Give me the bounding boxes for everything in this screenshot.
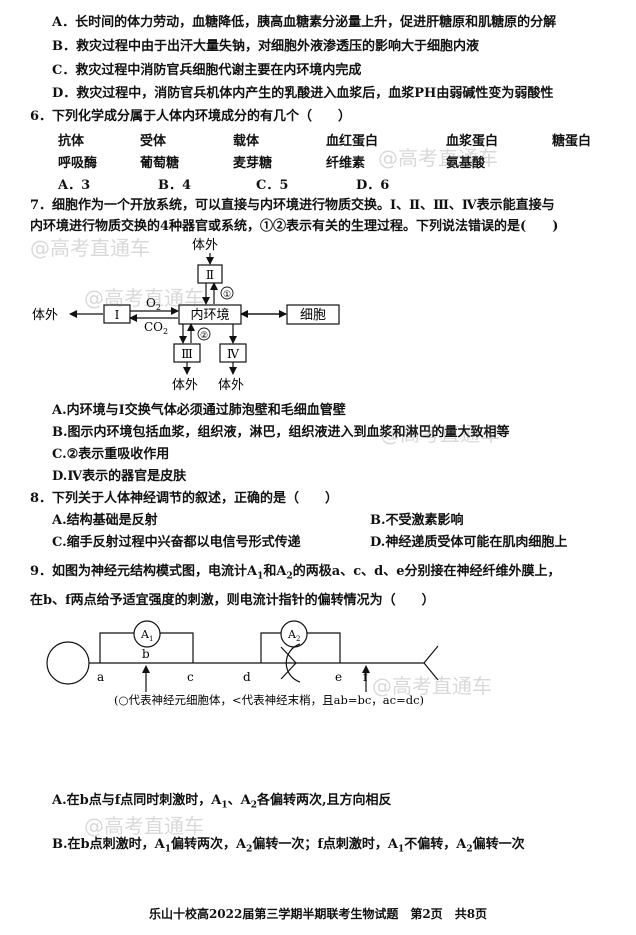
q9-point-c: c — [187, 670, 194, 684]
q6-item: 血浆蛋白 — [446, 134, 499, 149]
q7-option-d: D.Ⅳ表示的器官是皮肤 — [52, 469, 187, 484]
q9-meter-a2-label: A2 — [287, 628, 300, 643]
q9-second-cell-body — [285, 643, 301, 683]
q8-option-b: B.不受激素影响 — [370, 513, 464, 528]
q9-option-b: B.在b点刺激时，A1偏转两次，A2偏转一次；f点刺激时，A1不偏转，A2偏转一… — [52, 837, 525, 855]
q7-o2-label: O2 — [146, 296, 161, 312]
q9-neuron-diagram: A1 A2 a b c d e f (○代表神经元细胞体，<代表神经末梢，且ab… — [46, 620, 439, 707]
q7-circle-2-label: ② — [200, 331, 208, 341]
q6-item: 抗体 — [58, 134, 85, 149]
q8-option-a: A.结构基础是反射 — [52, 513, 158, 528]
q6-option: D．6 — [356, 178, 390, 193]
q7-box-4-label: Ⅳ — [227, 347, 240, 361]
q6-item: 纤维素 — [326, 156, 366, 171]
q9-point-a: a — [97, 670, 104, 684]
q6-item: 受体 — [140, 134, 167, 149]
q6-stem: 6．下列化学成分属于人体内环境成分的有几个（ ） — [30, 109, 352, 124]
q7-left-outside: 体外 — [32, 308, 58, 323]
q5-option-b: B．救灾过程中由于出汗大量失钠，对细胞外液渗透压的影响大于细胞内液 — [52, 39, 479, 54]
q7-stem-line1: 7．细胞作为一个开放系统，可以直接与内环境进行物质交换。Ⅰ、Ⅱ、Ⅲ、Ⅳ表示能直接… — [30, 198, 555, 213]
q9-second-nerve-ending — [280, 646, 297, 680]
q5-option-d: D．救灾过程中，消防官兵机体内产生的乳酸进入血浆后，血浆PH由弱碱性变为弱酸性 — [52, 86, 554, 101]
q9-point-b: b — [142, 647, 150, 661]
q7-box-2-label: Ⅱ — [206, 268, 214, 282]
q6-options: A．3 B．4 C．5 D．6 — [58, 174, 598, 193]
q6-item: 麦芽糖 — [233, 156, 273, 171]
q8-stem: 8．下列关于人体神经调节的叙述，正确的是（ ） — [30, 491, 339, 506]
q7-stem-line2: 内环境进行物质交换的4种器官或系统，①②表示有关的生理过程。下列说法错误的是( … — [30, 219, 559, 234]
q7-option-b: B.图示内环境包括血浆，组织液，淋巴，组织液进入到血浆和淋巴的量大致相等 — [52, 425, 510, 440]
q9-a1-wire — [160, 632, 194, 663]
q8-option-d: D.神经递质受体可能在肌肉细胞上 — [370, 535, 568, 550]
q7-cell-label: 细胞 — [300, 308, 326, 323]
q7-circle-1-label: ① — [223, 290, 231, 300]
q6-item: 氨基酸 — [446, 156, 486, 171]
q7-option-a: A.内环境与Ⅰ交换气体必须通过肺泡壁和毛细血管壁 — [52, 403, 346, 418]
q9-meter-a1-label: A1 — [140, 628, 153, 643]
q9-diagram-note: (○代表神经元细胞体，<代表神经末梢，且ab=bc，ac=dc) — [114, 693, 424, 707]
q7-top-outside: 体外 — [192, 238, 218, 253]
q9-point-d: d — [243, 670, 251, 684]
q9-point-e: e — [335, 670, 342, 684]
q7-box-3-label: Ⅲ — [181, 347, 193, 361]
q9-stem-line1: 9．如图为神经元结构模式图，电流计A1和A2的两极a、c、d、e分别接在神经纤维… — [30, 564, 561, 582]
q5-option-c: C．救灾过程中消防官兵细胞代谢主要在内环境内完成 — [52, 63, 362, 78]
q6-option: B．4 — [158, 178, 192, 193]
q9-cell-body — [46, 641, 90, 685]
q7-option-c: C.②表示重吸收作用 — [52, 447, 170, 462]
q7-bottom-outside-3: 体外 — [172, 378, 198, 393]
q9-meter-a1 — [133, 620, 161, 648]
q6-item: 载体 — [233, 134, 260, 149]
q7-center-label: 内环境 — [190, 307, 229, 323]
q9-a2-wire — [260, 632, 282, 663]
q7-co2-label: CO2 — [144, 320, 168, 336]
q9-nerve-ending — [423, 662, 439, 681]
q7-box-1-label: Ⅰ — [115, 308, 120, 322]
q9-nerve-ending — [423, 645, 439, 664]
q5-option-a: A．长时间的体力劳动，血糖降低，胰高血糖素分泌量上升，促进肝糖原和肌糖原的分解 — [52, 15, 557, 30]
q8-option-c: C.缩手反射过程中兴奋都以电信号形式传递 — [52, 535, 301, 550]
q9-a2-wire — [306, 632, 341, 663]
q6-item: 血红蛋白 — [326, 134, 379, 149]
q9-a1-wire — [99, 632, 135, 663]
q7-diagram: 体外 Ⅱ ① 体外 Ⅰ O2 CO2 内环境 细胞 ② Ⅲ 体外 Ⅳ 体外 — [32, 238, 340, 393]
q7-circle-1 — [220, 286, 234, 300]
q6-item: 呼吸酶 — [58, 156, 98, 171]
q6-item: 糖蛋白 — [552, 134, 592, 149]
q6-row2: 呼吸酶 葡萄糖 麦芽糖 纤维素 氨基酸 — [58, 152, 598, 171]
q6-row1: 抗体 受体 载体 血红蛋白 血浆蛋白 糖蛋白 — [58, 130, 598, 149]
q7-bottom-outside-4: 体外 — [218, 378, 244, 393]
page-footer: 乐山十校高2022届第三学期半期联考生物试题 第2页 共8页 — [148, 907, 488, 921]
q6-item: 葡萄糖 — [140, 156, 180, 171]
q6-option: A．3 — [58, 178, 91, 193]
q6-option: C．5 — [256, 178, 289, 193]
q7-circle-2 — [197, 327, 211, 341]
q9-option-a: A.在b点与f点同时刺激时，A1、A2各偏转两次,且方向相反 — [52, 793, 392, 811]
q7-cell-box — [286, 304, 340, 325]
q9-stem-line2: 在b、f两点给予适宜强度的刺激，则电流计指针的偏转情况为（ ） — [30, 593, 435, 608]
